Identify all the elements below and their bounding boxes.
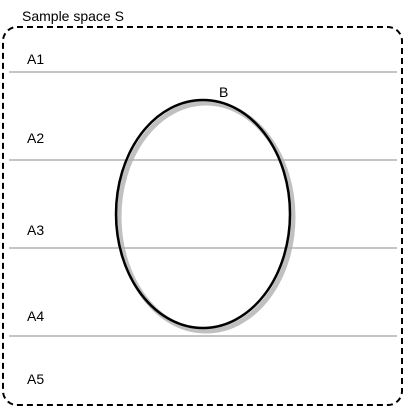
sample-space-title: Sample space S (22, 8, 124, 24)
event-b-ellipse (114, 98, 292, 330)
partition-label-a1: A1 (27, 51, 44, 67)
partition-label-a3: A3 (27, 222, 44, 238)
event-b-label: B (219, 84, 228, 100)
sample-space-border (2, 26, 403, 406)
partition-label-a4: A4 (27, 308, 44, 324)
partition-label-a5: A5 (27, 371, 44, 387)
event-b-ellipse-shadow (116, 100, 296, 334)
partition-label-a2: A2 (27, 130, 44, 146)
